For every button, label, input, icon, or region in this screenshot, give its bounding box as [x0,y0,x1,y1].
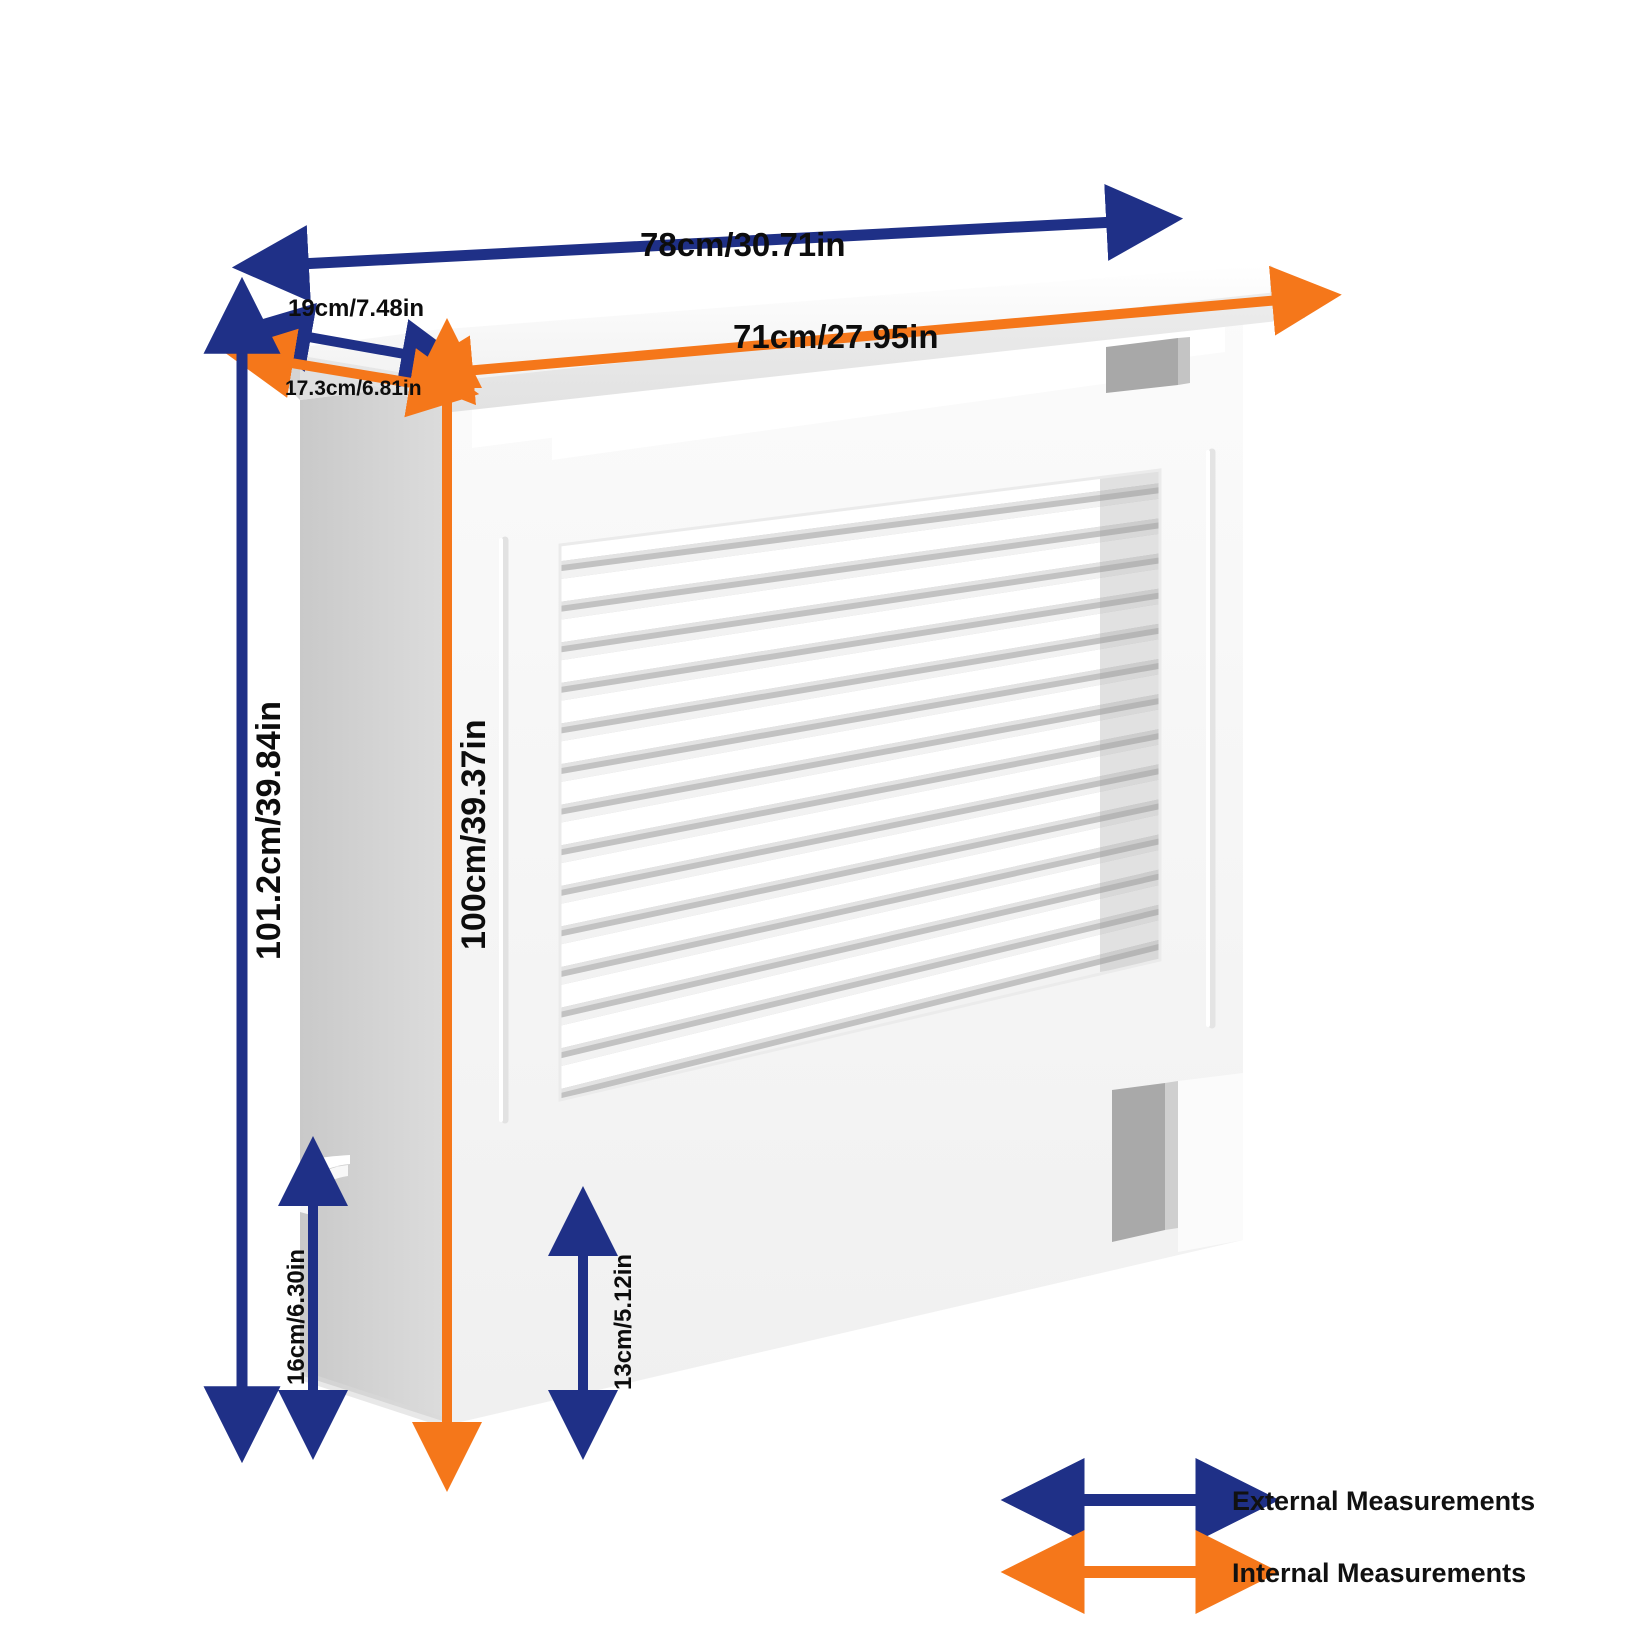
bottom-rail-and-feet [1112,1073,1243,1252]
dim-label-width-internal: 71cm/27.95in [733,318,939,355]
dim-arrow-depth-external [241,302,472,389]
dim-label-depth-internal: 17.3cm/6.81in [285,377,422,400]
dim-arrow-width-external [231,184,1184,302]
dim-label-depth-external: 19cm/7.48in [288,295,425,322]
dim-label-height-external: 101.2cm/39.84in [250,701,288,960]
legend-label-external: External Measurements [1232,1486,1536,1516]
dim-arrow-depth-internal [223,328,480,418]
dim-label-height-internal: 100cm/39.37in [455,719,493,950]
dim-arrow-width-internal [403,265,1342,406]
louvre-grille [560,470,1160,1100]
legend-label-internal: Internal Measurements [1232,1558,1527,1588]
dim-label-width-external: 78cm/30.71in [640,226,846,263]
grille-frame [558,468,1162,1102]
dim-label-leg-side-height: 16cm/6.30in [283,1248,310,1385]
dim-label-leg-front-height: 13cm/5.12in [610,1253,637,1390]
